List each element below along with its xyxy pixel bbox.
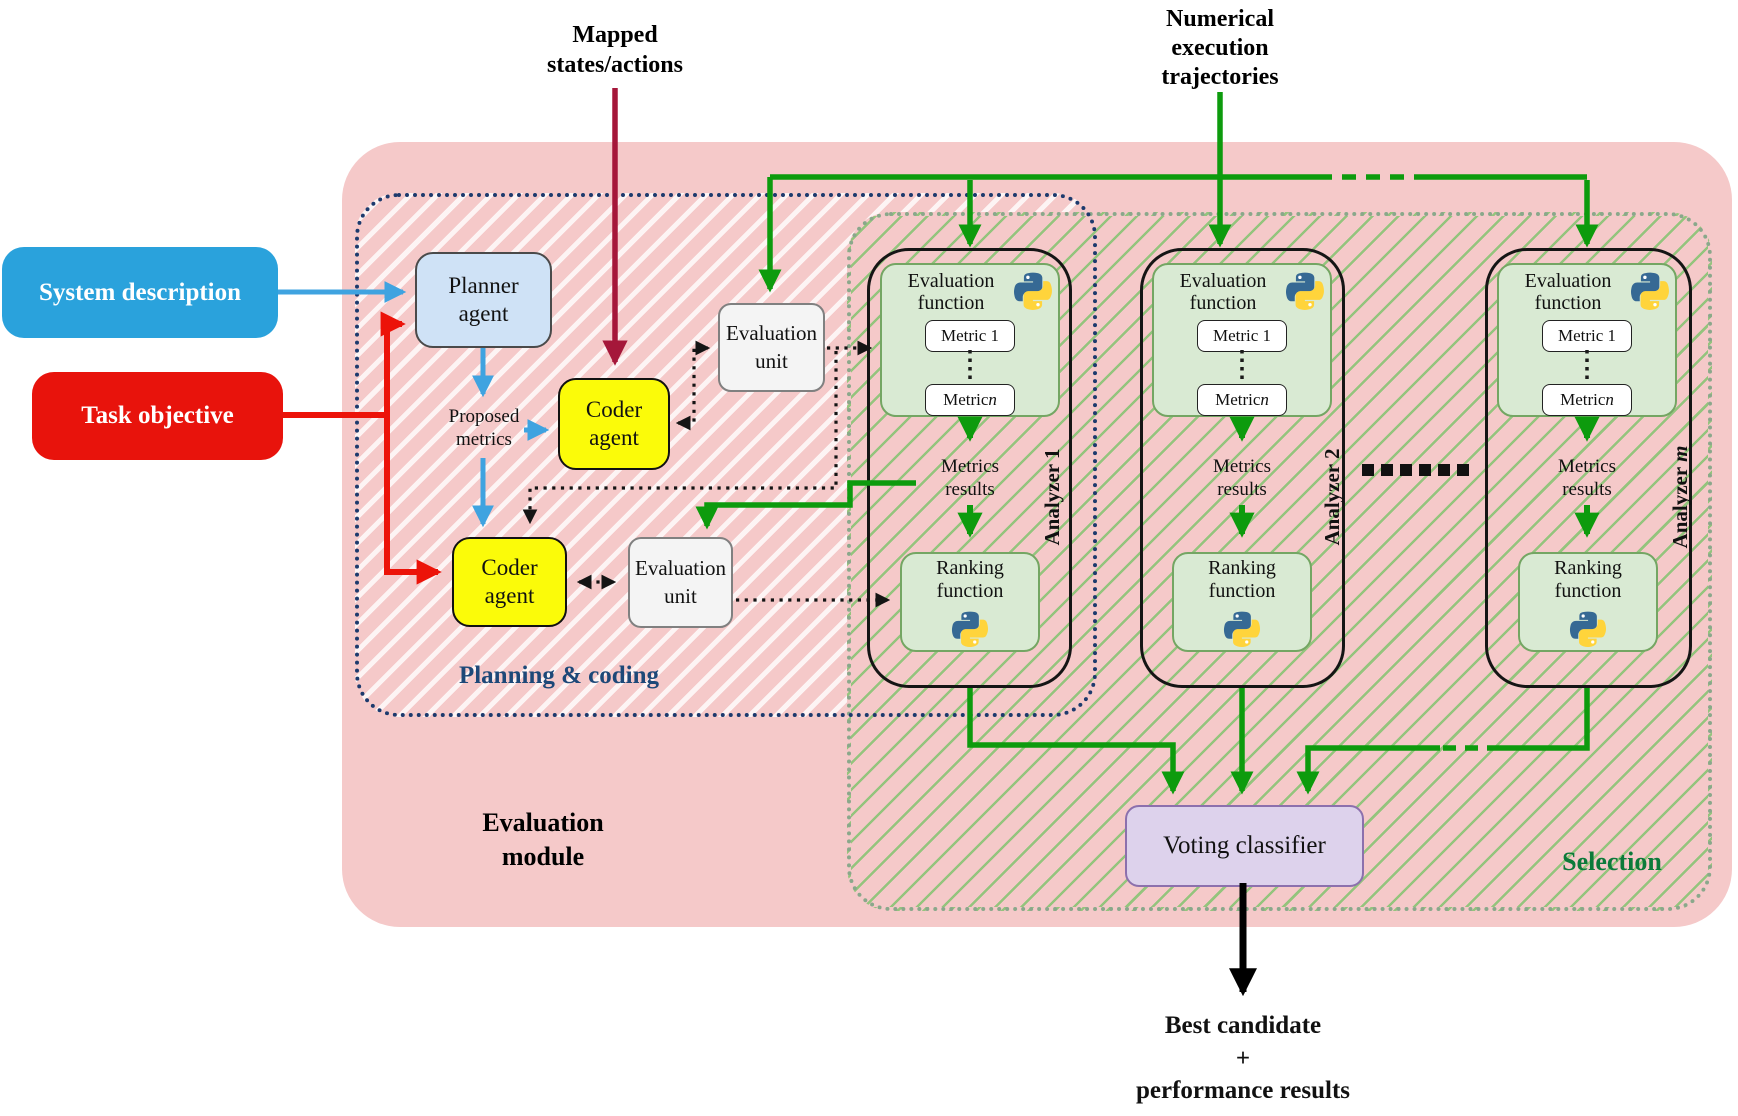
evaluation-unit-box-2: Evaluation unit [628,537,733,628]
ranking-function-box-1: Ranking function [900,552,1040,652]
metric-n-box: Metric n [1542,384,1632,416]
metric-1-box: Metric 1 [1197,320,1287,352]
evaluation-function-box-1: Evaluation function Metric 1 Metric n [880,263,1060,417]
analyzer-m-panel [1485,248,1692,688]
metric-1-box: Metric 1 [1542,320,1632,352]
evaluation-function-box-m: Evaluation function Metric 1 Metric n [1497,263,1677,417]
metric-n-box: Metric n [925,384,1015,416]
task-objective-box: Task objective [32,372,283,460]
planner-agent-box: Planner agent [415,252,552,348]
metric-1-box: Metric 1 [925,320,1015,352]
python-icon [951,611,989,647]
selection-label: Selection [1562,847,1662,876]
metric-n-box: Metric n [1197,384,1287,416]
ranking-function-box-m: Ranking function [1518,552,1658,652]
evaluation-unit-box-1: Evaluation unit [718,303,825,392]
python-icon [1014,272,1052,310]
coder-agent-box-2: Coder agent [452,537,567,627]
planning-coding-region-border [355,193,1097,717]
python-icon [1286,272,1324,310]
analyzer-m-label: Analyzer m [1668,445,1692,549]
python-icon [1223,611,1261,647]
evaluation-module-label: Evaluation module [482,808,604,871]
metrics-results-label: Metrics results [1212,456,1272,500]
analyzer-1-label: Analyzer 1 [1040,448,1064,546]
analyzer-2-panel [1140,248,1345,688]
metrics-results-label: Metrics results [1557,456,1617,500]
analyzers-continuation-ellipsis [1362,464,1469,476]
python-icon [1569,611,1607,647]
numerical-execution-trajectories-label: Numerical execution trajectories [1161,6,1279,90]
mapped-states-actions-label: Mapped states/actions [547,22,683,78]
evaluation-function-label: Evaluation function [1524,270,1612,315]
evaluation-function-label: Evaluation function [1179,270,1267,315]
coder-agent-box-1: Coder agent [558,378,670,470]
analyzer-2-label: Analyzer 2 [1320,448,1344,546]
evaluation-function-box-2: Evaluation function Metric 1 Metric n [1152,263,1332,417]
proposed-metrics-label: Proposed metrics [448,406,520,450]
voting-classifier-box: Voting classifier [1125,805,1364,887]
system-description-box: System description [2,247,278,338]
ranking-function-box-2: Ranking function [1172,552,1312,652]
ranking-function-label: Ranking function [1208,557,1276,602]
ranking-function-label: Ranking function [1554,557,1622,602]
analyzer-1-panel [867,248,1072,688]
python-icon [1631,272,1669,310]
ranking-function-label: Ranking function [936,557,1004,602]
planning-coding-label: Planning & coding [458,662,660,689]
best-candidate-label: Best candidate + performance results [1135,1012,1351,1104]
metrics-results-label: Metrics results [940,456,1000,500]
evaluation-function-label: Evaluation function [907,270,995,315]
